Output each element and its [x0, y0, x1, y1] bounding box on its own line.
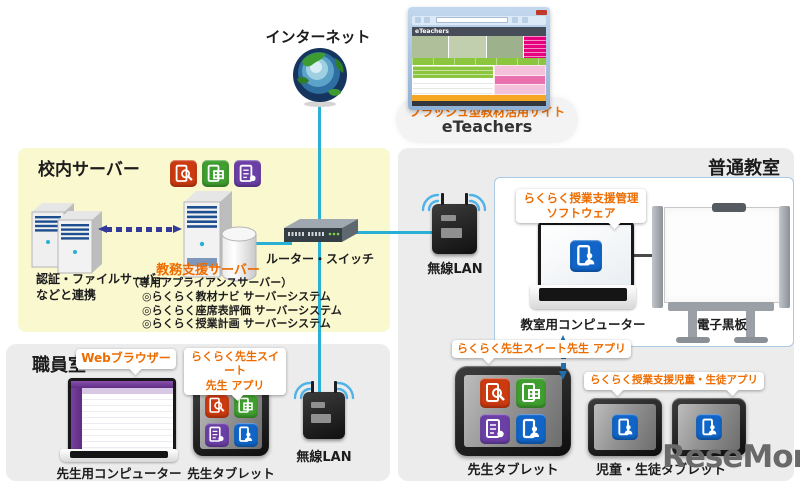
class-support-icon	[516, 414, 546, 444]
teacher-pc-screen	[71, 381, 173, 451]
wifi-waves-icon	[468, 193, 487, 212]
lesson-plan-icon	[204, 422, 229, 447]
teacher-tablet-staff-label: 先生タブレット	[187, 466, 275, 481]
line-internet-router	[318, 100, 321, 240]
close-icon	[536, 10, 547, 15]
eteachers-campaign-banner	[523, 36, 546, 58]
whiteboard-stand-leg	[746, 311, 755, 338]
teacher-pc	[68, 378, 176, 454]
eteachers-footer	[412, 101, 546, 106]
teacher-suite-callout-classroom: らくらく先生スイート先生 アプリ	[452, 340, 631, 365]
whiteboard-surface	[664, 207, 780, 303]
eteachers-caption-bottom: eTeachers	[441, 117, 533, 136]
school-server-title: 校内サーバー	[38, 160, 140, 180]
eteachers-hero-photos	[412, 36, 546, 58]
system-item: ◎らくらく座席表評価 サーバーシステム	[142, 303, 342, 317]
class-support-icon	[570, 240, 602, 272]
whiteboard-stand-bar	[668, 302, 774, 311]
wifi-waves-icon	[421, 193, 440, 212]
classroom-wlan-label: 無線LAN	[427, 262, 483, 277]
class-support-icon	[696, 414, 722, 440]
student-tablet	[588, 398, 662, 456]
material-navi-icon	[480, 378, 510, 408]
class-support-icon	[612, 414, 638, 440]
eteachers-site-title: eTeachers	[412, 27, 546, 36]
line-router-staff-wlan	[318, 240, 321, 402]
line-server-router	[248, 242, 292, 245]
teacher-tablet-staff	[193, 384, 269, 456]
classroom-title: 普通教室	[708, 158, 780, 179]
lesson-plan-icon	[234, 160, 261, 187]
teacher-pc-keyboard	[60, 449, 178, 462]
staff-wlan-ap	[303, 381, 345, 439]
academic-server-icon	[183, 191, 257, 282]
auth-server-label: 認証・ファイルサーバー などと連携	[36, 272, 168, 303]
seating-eval-icon	[202, 160, 229, 187]
line-router-classroom-wlan	[352, 231, 454, 234]
teacher-suite-callout-staff: らくらく先生スイート 先生 アプリ	[184, 348, 286, 401]
classroom-pc-keyboard	[530, 285, 636, 309]
system-item: ◎らくらく授業計画 サーバーシステム	[142, 317, 331, 330]
sync-arrow-servers	[98, 225, 182, 234]
eteachers-nav-bar	[412, 58, 546, 65]
appliance-server-sub-label: （専用アプライアンスサーバー）	[128, 276, 293, 289]
eteachers-news-list	[413, 79, 493, 95]
staff-wlan-label: 無線LAN	[296, 450, 352, 465]
eteachers-screenshot: eTeachers	[408, 7, 550, 110]
web-browser-callout: Webブラウザー	[76, 349, 176, 375]
classroom-pc-label: 教室用コンピューター	[520, 317, 646, 332]
seating-eval-icon	[516, 378, 546, 408]
router-switch-label: ルーター・スイッチ	[265, 252, 374, 266]
material-navi-icon	[204, 393, 229, 418]
whiteboard-right-post	[779, 206, 790, 308]
classroom-pc	[538, 222, 634, 290]
whiteboard-stand-leg	[688, 311, 697, 338]
file-server-icon	[31, 203, 102, 274]
browser-address-bar	[412, 16, 546, 25]
class-support-icon	[233, 422, 258, 447]
classroom-wlan-ap	[432, 193, 477, 254]
whiteboard-label: 電子黒板	[696, 317, 747, 332]
system-item: ◎らくらく教材ナビ サーバーシステム	[142, 290, 331, 303]
url-input	[436, 17, 508, 23]
eteachers-bottom-bar	[412, 95, 546, 101]
router-switch-icon	[284, 219, 358, 242]
staff-room-title: 職員室	[32, 355, 86, 376]
student-tablet	[672, 398, 746, 456]
whiteboard-top-unit	[712, 203, 746, 212]
eteachers-side-banners	[494, 65, 546, 95]
wifi-waves-icon	[293, 381, 312, 400]
server-systems-list: ◎らくらく教材ナビ サーバーシステム ◎らくらく座席表評価 サーバーシステム ◎…	[142, 290, 342, 331]
internet-label: インターネット	[265, 28, 371, 46]
classroom-pc-screen	[541, 225, 631, 287]
material-navi-icon	[170, 160, 197, 187]
eteachers-page: eTeachers	[412, 27, 546, 106]
student-tablet-label: 児童・生徒タブレット	[595, 463, 726, 478]
wifi-waves-icon	[336, 381, 355, 400]
teacher-pc-label: 先生用コンピューター	[56, 466, 182, 481]
line-pc-board	[630, 254, 656, 257]
resemom-watermark: リセマム ReseMom.	[662, 439, 800, 475]
student-app-callout: らくらく授業支援児童・生徒アプリ	[584, 372, 764, 396]
whiteboard-foot	[734, 337, 768, 343]
globe-icon	[293, 48, 347, 107]
teacher-tablet-classroom	[455, 366, 571, 456]
eteachers-promo-box	[413, 66, 493, 78]
whiteboard-foot	[676, 337, 710, 343]
whiteboard-left-post	[652, 206, 663, 308]
class-mgmt-software-callout: らくらく授業支援管理 ソフトウェア	[516, 189, 646, 229]
lesson-plan-icon	[480, 414, 510, 444]
academic-server-label: 教務支援サーバー	[156, 263, 260, 278]
teacher-tablet-classroom-label: 先生タブレット	[467, 463, 559, 478]
